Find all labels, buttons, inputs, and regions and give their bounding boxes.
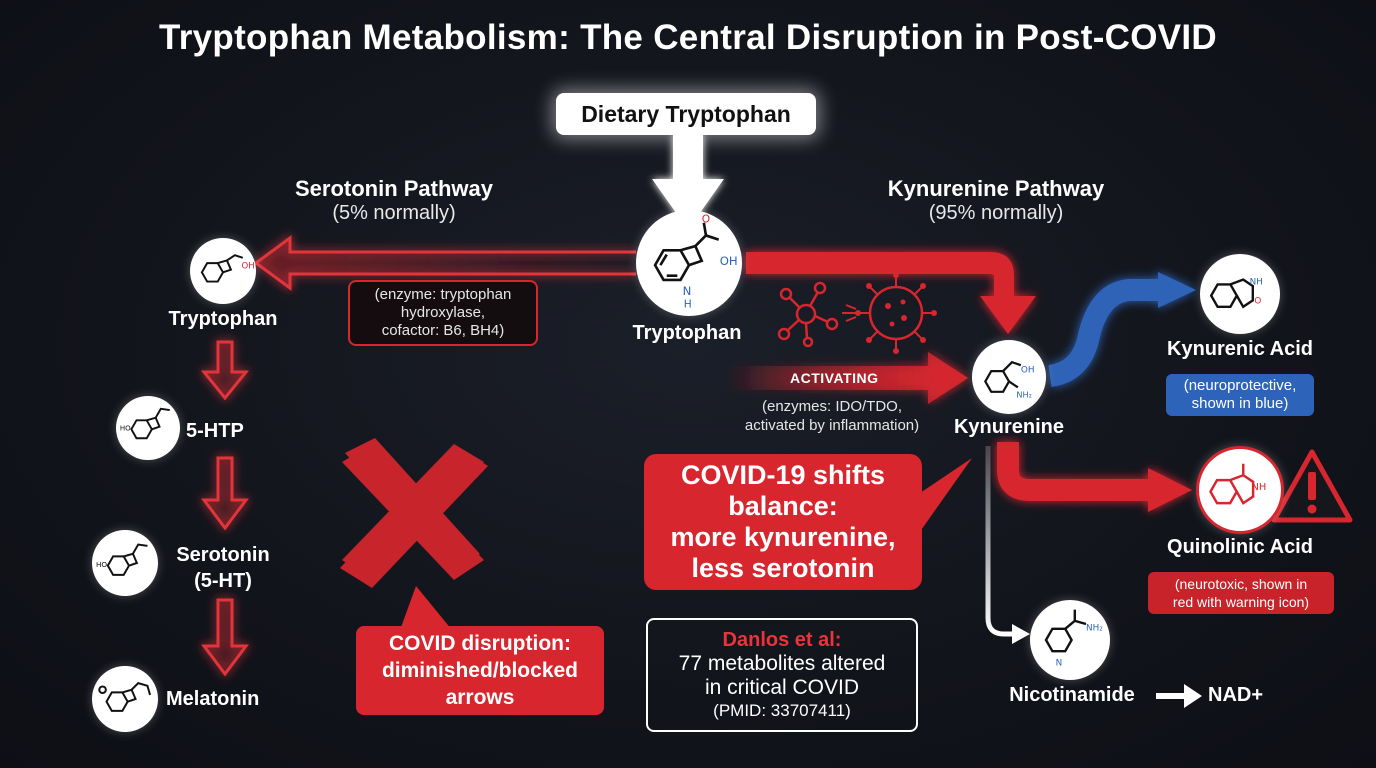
virus-icon (842, 272, 937, 354)
enzyme-line: cofactor: B6, BH4) (381, 322, 505, 339)
reference-pmid: (PMID: 33707411) (713, 701, 851, 720)
nh-label: NH (1251, 482, 1266, 493)
serotonin-pathway-sub: (5% normally) (332, 202, 456, 224)
nicotinamide-structure: N NH₂ (1030, 600, 1110, 680)
covid-disruption-callout: COVID disruption: diminished/blocked arr… (356, 626, 604, 715)
tryptophan-center-structure: OH O N H (636, 210, 742, 316)
reference-box: Danlos et al: 77 metabolites altered in … (646, 618, 918, 732)
htp-label: 5-HTP (186, 420, 244, 442)
warning-icon (1271, 449, 1353, 523)
quinolinic-acid-note: (neurotoxic, shown in red with warning i… (1148, 572, 1334, 614)
o-label: O (1254, 297, 1261, 307)
nad-label: NAD+ (1208, 684, 1264, 706)
melatonin-structure (92, 666, 158, 732)
covid-shift-callout: COVID-19 shifts balance: more kynurenine… (644, 454, 922, 590)
activating-arrow (728, 352, 968, 404)
enzyme-line: (enzymes: IDO/TDO, (761, 398, 903, 415)
callout-line: arrows (445, 686, 515, 709)
serotonin-pathway-title: Serotonin Pathway (294, 176, 494, 201)
serotonin-path-arrow (253, 235, 636, 291)
kynurenine-pathway-title: Kynurenine Pathway (887, 176, 1105, 201)
enzyme-line: hydroxylase, (400, 304, 486, 321)
oh-label: OH (241, 261, 254, 271)
tryptophan-left-label: Tryptophan (168, 308, 278, 330)
h-label: H (684, 299, 692, 311)
reference-author: Danlos et al: (722, 629, 842, 651)
kynurenine-structure: OH NH₂ (972, 340, 1046, 414)
quinolinic-acid-label: Quinolinic Acid (1167, 536, 1313, 558)
nh-label: NH (1250, 277, 1263, 287)
disruption-pointer (400, 586, 452, 630)
serotonin-structure: HO (92, 530, 158, 596)
ho-label: HO (96, 560, 107, 569)
htp-structure: HO (116, 396, 180, 460)
blocked-x-mark (340, 438, 488, 588)
kynurenine-pathway-heading: Kynurenine Pathway (95% normally) (856, 176, 1136, 225)
kynurenine-path-arrow (746, 252, 1036, 334)
melatonin-down-arrow (201, 598, 249, 677)
activating-label: ACTIVATING (790, 370, 879, 386)
dietary-tryptophan-box: Dietary Tryptophan (556, 93, 816, 135)
note-line: (neurotoxic, shown in (1174, 576, 1308, 592)
nicotinamide-arrow (985, 446, 1030, 644)
note-line: red with warning icon) (1172, 594, 1310, 610)
callout-line: COVID disruption: (389, 632, 571, 655)
tryptophan-left-structure: OH (190, 238, 256, 304)
serotonin-down-arrow (201, 456, 249, 531)
kynurenic-acid-arrow (1047, 272, 1196, 387)
quinolinic-acid-structure: NH (1196, 446, 1284, 534)
reference-line: 77 metabolites altered (678, 652, 886, 675)
nh2-label: NH₂ (1016, 390, 1031, 400)
kynurenic-acid-label: Kynurenic Acid (1167, 338, 1313, 360)
callout-line: balance: (728, 491, 838, 521)
o-label: O (702, 214, 710, 226)
nicotinamide-label: Nicotinamide (1009, 684, 1135, 706)
n-label: N (1056, 659, 1063, 669)
enzyme-line: (enzyme: tryptophan (374, 286, 512, 303)
serotonin-enzyme-note: (enzyme: tryptophan hydroxylase, cofacto… (348, 280, 538, 346)
nad-arrow (1156, 684, 1202, 708)
serotonin-label: Serotonin (5-HT) (158, 542, 288, 594)
callout-line: less serotonin (691, 553, 875, 583)
serotonin-name: Serotonin (176, 544, 270, 566)
dietary-down-arrow (652, 134, 724, 230)
melatonin-label: Melatonin (166, 688, 260, 710)
page-title: Tryptophan Metabolism: The Central Disru… (158, 18, 1218, 57)
oh-label: OH (720, 254, 738, 268)
cytokine-network-icon (777, 281, 839, 348)
kynurenine-enzyme-note: (enzymes: IDO/TDO, activated by inflamma… (722, 397, 942, 435)
callout-line: more kynurenine, (670, 522, 896, 552)
kynurenine-label: Kynurenine (953, 416, 1065, 438)
tryptophan-center-label: Tryptophan (632, 322, 742, 344)
kynurenic-acid-structure: NH O (1200, 254, 1280, 334)
oh-label: OH (1021, 366, 1035, 376)
ho-label: HO (120, 424, 131, 433)
note-line: shown in blue) (1191, 395, 1289, 412)
n-label: N (683, 284, 692, 298)
enzyme-line: activated by inflammation) (744, 417, 920, 434)
reference-line: in critical COVID (704, 676, 860, 699)
serotonin-pathway-heading: Serotonin Pathway (5% normally) (264, 176, 524, 225)
callout-line: COVID-19 shifts (680, 460, 886, 490)
htp-down-arrow (200, 340, 250, 401)
serotonin-abbrev: (5-HT) (194, 570, 252, 592)
kynurenic-acid-note: (neuroprotective, shown in blue) (1166, 374, 1314, 416)
callout-line: diminished/blocked (381, 659, 579, 682)
quinolinic-acid-arrow (997, 442, 1192, 512)
kynurenine-pathway-sub: (95% normally) (928, 202, 1064, 224)
note-line: (neuroprotective, (1183, 377, 1297, 394)
nh2-label: NH₂ (1086, 623, 1103, 633)
